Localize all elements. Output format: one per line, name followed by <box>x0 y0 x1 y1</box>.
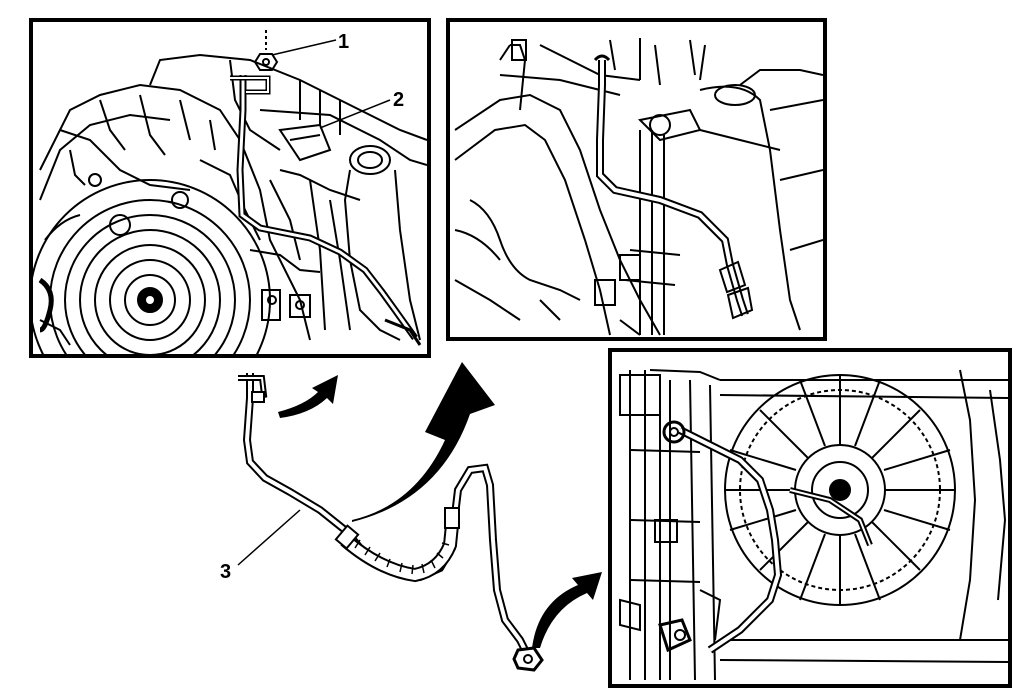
cooler-line-detail-c <box>658 420 873 654</box>
panel-transmission-view: 1 2 <box>29 18 431 358</box>
arrow-to-routing-view <box>352 362 495 522</box>
leader-line-1 <box>271 39 337 56</box>
callout-2: 2 <box>393 89 404 111</box>
torque-converter <box>33 179 271 354</box>
cooling-fan <box>724 374 956 606</box>
callout-1: 1 <box>338 31 349 53</box>
leader-line-2 <box>319 99 391 129</box>
callout-3: 3 <box>220 561 231 583</box>
retaining-nut <box>253 30 279 71</box>
arrow-to-radiator-view <box>532 572 602 648</box>
arrow-to-transmission-view <box>278 375 338 418</box>
panel-routing-view <box>446 18 827 341</box>
panel-radiator-view <box>608 348 1012 688</box>
leader-line-3 <box>237 509 301 566</box>
cooler-line-detail-b <box>593 54 754 320</box>
line-end-fitting <box>512 646 544 672</box>
cooler-line-assembly <box>238 373 544 672</box>
cooler-line-detail-a <box>230 75 418 341</box>
